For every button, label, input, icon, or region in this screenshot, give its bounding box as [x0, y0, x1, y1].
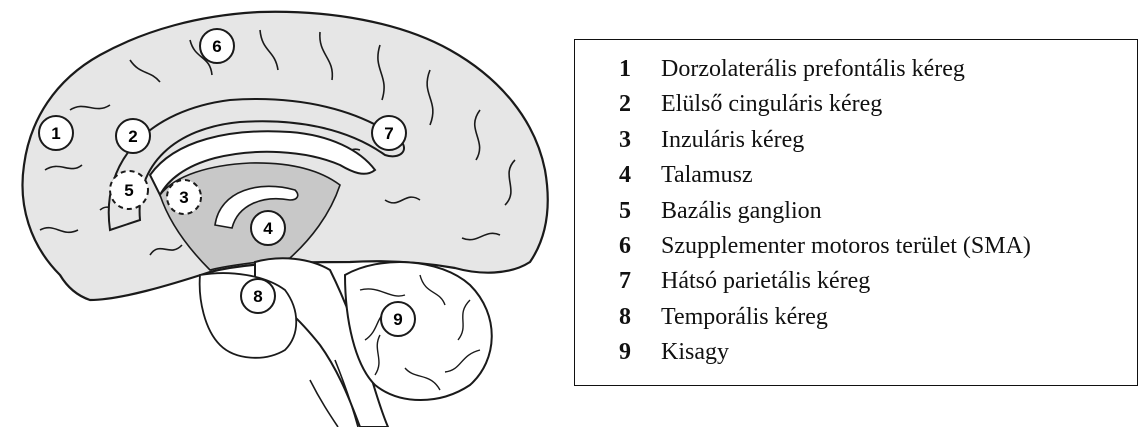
marker-4: 4: [251, 211, 285, 245]
marker-9: 9: [381, 302, 415, 336]
legend-number: 4: [619, 162, 661, 189]
svg-text:7: 7: [384, 124, 393, 143]
legend-label: Inzuláris kéreg: [661, 127, 804, 154]
legend-number: 5: [619, 198, 661, 225]
legend-item-5: 5 Bazális ganglion: [619, 198, 1137, 233]
legend-label: Temporális kéreg: [661, 304, 828, 331]
marker-8: 8: [241, 279, 275, 313]
legend-item-9: 9 Kisagy: [619, 339, 1137, 374]
marker-2: 2: [116, 119, 150, 153]
svg-text:5: 5: [124, 181, 133, 200]
svg-text:2: 2: [128, 127, 137, 146]
legend-label: Talamusz: [661, 162, 753, 189]
legend-list: 1 Dorzolaterális prefontális kéreg 2 Elü…: [575, 40, 1137, 375]
legend-item-7: 7 Hátsó parietális kéreg: [619, 268, 1137, 303]
marker-5: 5: [110, 171, 148, 209]
legend-number: 3: [619, 127, 661, 154]
svg-text:4: 4: [263, 219, 273, 238]
legend-box: 1 Dorzolaterális prefontális kéreg 2 Elü…: [574, 39, 1138, 386]
legend-item-8: 8 Temporális kéreg: [619, 304, 1137, 339]
legend-number: 1: [619, 56, 661, 83]
legend-label: Kisagy: [661, 339, 729, 366]
legend-number: 7: [619, 268, 661, 295]
svg-text:3: 3: [179, 188, 188, 207]
marker-1: 1: [39, 116, 73, 150]
legend-item-6: 6 Szupplementer motoros terület (SMA): [619, 233, 1137, 268]
legend-label: Hátsó parietális kéreg: [661, 268, 870, 295]
svg-text:9: 9: [393, 310, 402, 329]
legend-number: 9: [619, 339, 661, 366]
svg-text:1: 1: [51, 124, 60, 143]
legend-item-3: 3 Inzuláris kéreg: [619, 127, 1137, 162]
legend-item-1: 1 Dorzolaterális prefontális kéreg: [619, 56, 1137, 91]
legend-label: Dorzolaterális prefontális kéreg: [661, 56, 965, 83]
legend-number: 6: [619, 233, 661, 260]
legend-number: 2: [619, 91, 661, 118]
svg-text:6: 6: [212, 37, 221, 56]
brain-diagram: 1 2 3 4 5 6 7 8 9: [0, 0, 560, 427]
svg-text:8: 8: [253, 287, 262, 306]
marker-7: 7: [372, 116, 406, 150]
legend-label: Bazális ganglion: [661, 198, 822, 225]
marker-6: 6: [200, 29, 234, 63]
legend-label: Elülső cinguláris kéreg: [661, 91, 882, 118]
legend-number: 8: [619, 304, 661, 331]
legend-item-4: 4 Talamusz: [619, 162, 1137, 197]
legend-label: Szupplementer motoros terület (SMA): [661, 233, 1031, 260]
marker-3: 3: [167, 180, 201, 214]
legend-item-2: 2 Elülső cinguláris kéreg: [619, 91, 1137, 126]
